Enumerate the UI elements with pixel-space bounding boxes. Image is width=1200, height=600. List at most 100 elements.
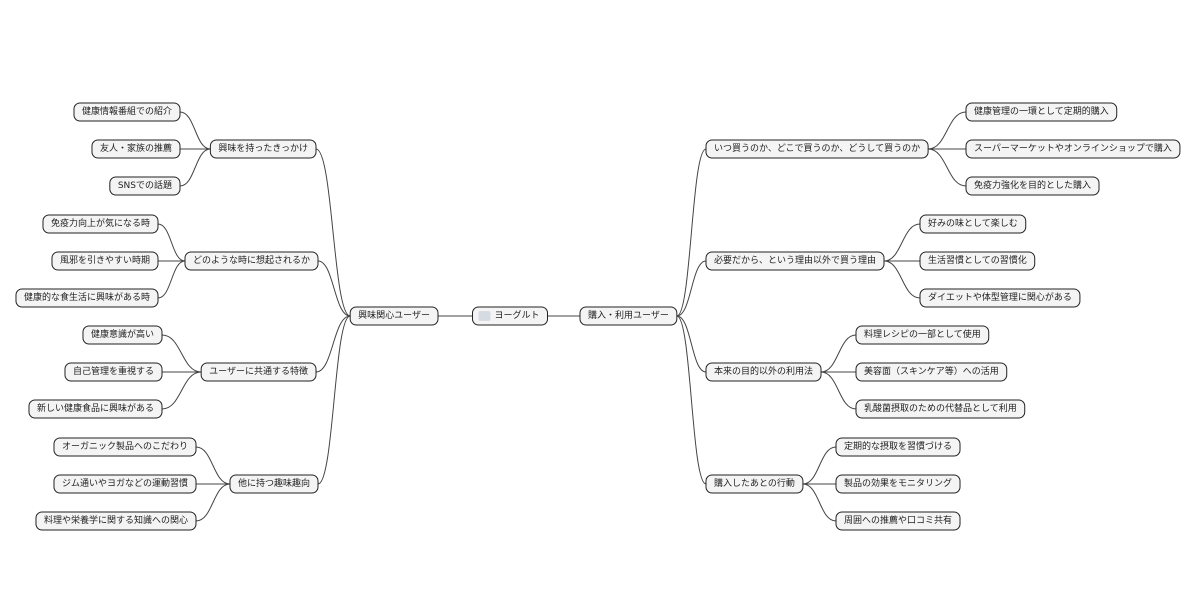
right-leaf-node-box [855,325,990,345]
root-node-label: ヨーグルト [494,309,539,321]
left-leaf-node[interactable]: ジム通いやヨガなどの運動習慣 [53,474,197,494]
right-leaf-node[interactable]: 美容面（スキンケア等）への活用 [855,362,1008,382]
right-leaf-node-box [965,176,1100,196]
left-branch-node-label: 興味を持ったきっかけ [218,142,308,154]
right-branch-node[interactable]: 必要だから、という理由以外で買う理由 [705,251,885,271]
right-leaf-node[interactable]: 製品の効果をモニタリング [835,474,961,494]
left-leaf-node-box [51,251,159,271]
right-branch-node-box [705,474,804,494]
right-leaf-node[interactable]: 免疫力強化を目的とした購入 [965,176,1100,196]
right-branch-node-box [705,139,929,159]
left-leaf-node[interactable]: 風邪を引きやすい時期 [51,251,159,271]
right-leaf-node[interactable]: 料理レシピの一部として使用 [855,325,990,345]
left-leaf-node[interactable]: 健康情報番組での紹介 [73,102,181,122]
left-branch-node-box [209,139,317,159]
left-leaf-node-label: ジム通いやヨガなどの運動習慣 [62,477,188,489]
right-main-node[interactable]: 購入・利用ユーザー [579,306,678,326]
right-branch-node-label: 購入したあとの行動 [714,477,795,489]
left-leaf-node-box [82,325,163,345]
mindmap-edges [157,111,967,522]
left-leaf-node[interactable]: 健康意識が高い [82,325,163,345]
left-leaf-node-label: 友人・家族の推薦 [100,142,172,154]
left-leaf-node-label: 自己管理を重視する [73,365,154,377]
left-leaf-node-label: 風邪を引きやすい時期 [60,255,150,266]
edge-left-main-branch [315,315,351,373]
root-node[interactable]: ヨーグルト [471,306,549,326]
left-main-node-label: 興味関心ユーザー [358,309,430,321]
left-branch-node[interactable]: どのような時に想起されるか [184,251,319,271]
right-leaf-node-box [835,511,961,531]
left-branch-node-box [184,251,319,271]
right-leaf-node[interactable]: スーパーマーケットやオンラインショップで購入 [965,139,1181,159]
edge-left-branch-leaf [179,148,211,187]
root-node-box [471,306,549,326]
right-main-node-label: 購入・利用ユーザー [588,309,669,321]
edge-right-main-branch [676,315,707,373]
edge-left-branch-leaf [195,446,231,485]
right-leaf-node-label: ダイエットや体型管理に関心がある [928,291,1072,303]
edge-right-branch-leaf [820,371,857,410]
right-leaf-node-label: 料理レシピの一部として使用 [864,328,981,340]
right-leaf-node-box [835,474,961,494]
left-branch-node-box [229,474,319,494]
right-leaf-node[interactable]: 定期的な摂取を習慣づける [835,437,961,457]
edge-right-main-branch [676,315,707,485]
left-main-node[interactable]: 興味関心ユーザー [349,306,439,326]
left-leaf-node-box [53,437,197,457]
edge-left-branch-leaf [157,223,186,262]
right-main-node-box [579,306,678,326]
left-branch-node[interactable]: 他に持つ趣味趣向 [229,474,319,494]
right-leaf-node-box [965,139,1181,159]
right-leaf-node[interactable]: ダイエットや体型管理に関心がある [919,288,1081,308]
edge-right-branch-leaf [928,111,967,150]
edge-left-branch-leaf [161,334,202,373]
left-leaf-node-label: 健康情報番組での紹介 [82,105,172,117]
right-branch-node-label: 必要だから、という理由以外で買う理由 [714,254,876,266]
left-leaf-node[interactable]: 健康的な食生活に興味がある時 [15,288,159,308]
right-leaf-node[interactable]: 生活習慣としての習慣化 [919,251,1036,271]
right-branch-node-box [705,362,822,382]
left-leaf-node-box [53,474,197,494]
left-leaf-node-label: SNSでの話題 [118,179,172,191]
edge-right-branch-leaf [883,260,921,299]
edge-left-branch-leaf [179,111,211,150]
left-leaf-node-box [109,176,181,196]
left-leaf-node[interactable]: 自己管理を重視する [64,362,163,382]
left-leaf-node[interactable]: 友人・家族の推薦 [91,139,181,159]
right-branch-node[interactable]: 購入したあとの行動 [705,474,804,494]
left-branch-node-label: ユーザーに共通する特徴 [209,365,308,377]
right-leaf-node-box [855,399,1026,419]
left-branch-node[interactable]: ユーザーに共通する特徴 [200,362,317,382]
left-leaf-node-box [64,362,163,382]
edge-right-main-branch [676,260,707,317]
left-leaf-node[interactable]: 免疫力向上が気になる時 [42,214,159,234]
right-leaf-node-box [919,214,1027,234]
right-branch-node[interactable]: 本来の目的以外の利用法 [705,362,822,382]
right-branch-node-label: 本来の目的以外の利用法 [714,365,813,377]
right-leaf-node-box [919,288,1081,308]
left-leaf-node[interactable]: オーガニック製品へのこだわり [53,437,197,457]
left-branch-node-label: どのような時に想起されるか [193,254,310,266]
left-leaf-node[interactable]: SNSでの話題 [109,176,181,196]
right-leaf-node-label: 生活習慣としての習慣化 [928,254,1027,266]
right-branch-node-label: いつ買うのか、どこで買うのか、どうして買うのか [714,143,920,154]
right-leaf-node-label: 美容面（スキンケア等）への活用 [864,365,999,377]
edge-right-branch-leaf [820,334,857,373]
right-leaf-node-label: 乳酸菌摂取のための代替品として利用 [864,402,1017,414]
right-leaf-node[interactable]: 周囲への推薦や口コミ共有 [835,511,961,531]
left-leaf-node[interactable]: 料理や栄養学に関する知識への関心 [35,511,197,531]
right-leaf-node[interactable]: 好みの味として楽しむ [919,214,1027,234]
left-branch-node[interactable]: 興味を持ったきっかけ [209,139,317,159]
edge-left-main-branch [315,148,351,317]
edge-right-branch-leaf [802,446,837,485]
left-branch-node-box [200,362,317,382]
right-leaf-node[interactable]: 健康管理の一環として定期的購入 [965,102,1118,122]
edge-right-branch-leaf [802,483,837,522]
right-branch-node[interactable]: いつ買うのか、どこで買うのか、どうして買うのか [705,139,929,159]
right-leaf-node-label: 健康管理の一環として定期的購入 [974,105,1109,117]
left-branch-node-label: 他に持つ趣味趣向 [238,477,310,489]
left-leaf-node[interactable]: 新しい健康食品に興味がある [28,399,163,419]
right-leaf-node[interactable]: 乳酸菌摂取のための代替品として利用 [855,399,1026,419]
left-leaf-node-label: 健康的な食生活に興味がある時 [24,291,150,303]
